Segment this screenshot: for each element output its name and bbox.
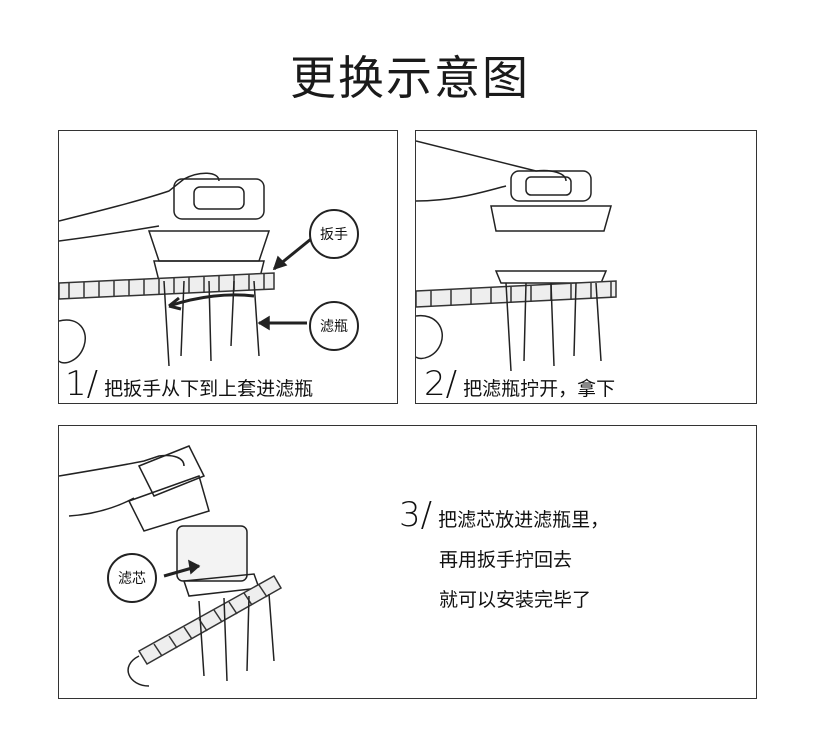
step-1-number: 1/: [65, 364, 99, 404]
page-title: 更换示意图: [290, 51, 530, 105]
step-2-caption: 2/ 把滤瓶拧开，拿下: [424, 367, 615, 401]
step-3-panel: 滤芯 3/ 把滤芯放进滤瓶里， 再用扳手拧回去 就可以安装完毕了: [58, 425, 757, 699]
step-1-panel: 扳手 滤瓶 1/ 把扳手从下到上套进滤瓶: [58, 130, 398, 404]
step-1-text: 把扳手从下到上套进滤瓶: [104, 378, 314, 400]
step-1-illustration: [59, 172, 312, 367]
step-1-caption: 1/ 把扳手从下到上套进滤瓶: [65, 367, 313, 401]
step-2-number: 2/: [424, 364, 458, 404]
step-3-line-2: 再用扳手拧回去: [439, 549, 573, 571]
step-3-illustration: [59, 445, 283, 687]
filter-core-callout: 滤芯: [107, 553, 157, 603]
step-3-line-3: 就可以安装完毕了: [439, 589, 592, 611]
filter-bottle-callout: 滤瓶: [309, 301, 359, 351]
step-3-number: 3/: [399, 495, 433, 535]
step-3-line-1: 把滤芯放进滤瓶里，: [438, 509, 610, 531]
step-3-caption: 3/ 把滤芯放进滤瓶里， 再用扳手拧回去 就可以安装完毕了: [399, 498, 609, 620]
wrench-callout: 扳手: [309, 209, 359, 259]
step-2-illustration: [416, 140, 617, 372]
step-2-panel: 2/ 把滤瓶拧开，拿下: [415, 130, 757, 404]
step-2-text: 把滤瓶拧开，拿下: [463, 378, 616, 400]
